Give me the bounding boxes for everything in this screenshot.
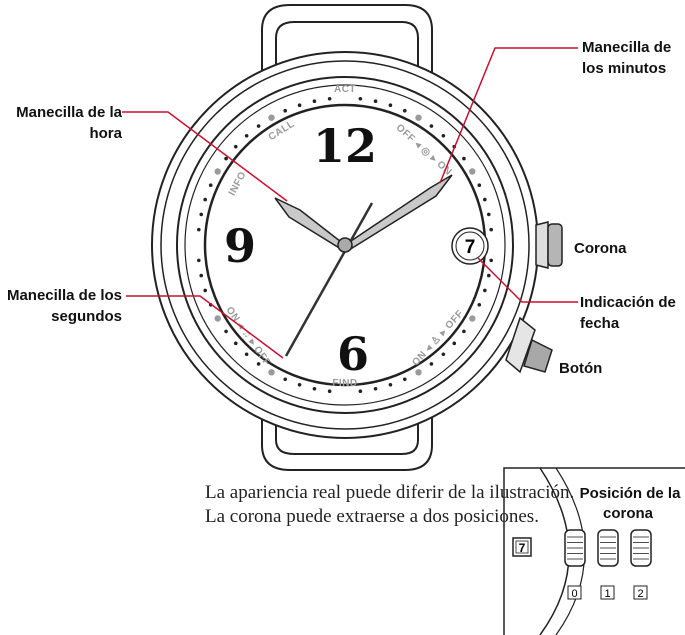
minute-marker-dot xyxy=(358,97,363,101)
position-2: 2 xyxy=(637,588,643,600)
hour-marker-dot xyxy=(415,369,422,376)
crown[interactable] xyxy=(535,221,563,269)
hour-marker-dot xyxy=(268,114,275,121)
minute-marker-dot xyxy=(489,258,493,263)
label-crown: Corona xyxy=(574,240,627,257)
minute-marker-dot xyxy=(477,183,482,188)
minute-marker-dot xyxy=(483,197,487,202)
minute-marker-dot xyxy=(199,273,204,278)
minute-marker-dot xyxy=(297,103,302,107)
minute-marker-dot xyxy=(373,99,378,104)
center-pin xyxy=(337,237,353,253)
minute-marker-dot xyxy=(312,386,317,391)
minute-marker-dot xyxy=(429,124,434,128)
minute-marker-dot xyxy=(483,288,487,293)
minute-marker-dot xyxy=(477,302,482,307)
svg-text:los minutos: los minutos xyxy=(582,60,666,77)
minute-marker-dot xyxy=(388,383,393,387)
hour-marker-dot xyxy=(268,369,275,376)
minute-marker-dot xyxy=(388,103,393,107)
svg-text:Manecilla de la: Manecilla de la xyxy=(16,104,123,121)
minute-marker-dot xyxy=(256,362,261,366)
minute-marker-dot xyxy=(462,329,466,334)
minute-marker-dot xyxy=(224,329,228,334)
minute-marker-dot xyxy=(373,386,378,391)
minute-marker-dot xyxy=(233,341,238,346)
minute-marker-dot xyxy=(244,133,249,138)
minute-marker-dot xyxy=(327,97,332,101)
minute-marker-dot xyxy=(256,124,261,128)
label-hour-hand: Manecilla de la hora xyxy=(16,104,123,142)
minute-markers xyxy=(197,97,493,393)
date-value: 7 xyxy=(465,237,476,258)
minute-marker-dot xyxy=(203,288,207,293)
second-hand xyxy=(284,202,374,357)
callout-lines xyxy=(122,47,578,359)
minute-marker-dot xyxy=(452,341,457,346)
svg-text:corona: corona xyxy=(603,505,654,522)
find-label: FIND xyxy=(332,378,357,389)
svg-text:Manecilla de los: Manecilla de los xyxy=(7,287,122,304)
svg-text:hora: hora xyxy=(89,125,122,142)
caption-line-2: La corona puede extraerse a dos posicion… xyxy=(205,506,539,527)
label-second-hand: Manecilla de los segundos xyxy=(7,287,122,325)
minute-marker-dot xyxy=(402,108,407,113)
minute-marker-dot xyxy=(197,227,201,232)
minute-marker-dot xyxy=(199,212,204,217)
minute-marker-dot xyxy=(327,389,332,393)
minute-marker-dot xyxy=(283,108,288,113)
minute-marker-dot xyxy=(402,377,407,382)
minute-marker-dot xyxy=(297,383,302,387)
minute-marker-dot xyxy=(486,212,491,217)
hour-marker-dot xyxy=(214,168,221,175)
caption-line-1: La apariencia real puede diferir de la i… xyxy=(205,482,575,503)
date-window: 7 xyxy=(451,227,489,265)
minute-marker-dot xyxy=(244,352,249,357)
svg-text:fecha: fecha xyxy=(580,315,620,332)
minute-marker-dot xyxy=(203,197,207,202)
position-1: 1 xyxy=(604,588,610,600)
minute-marker-dot xyxy=(233,144,238,149)
minute-marker-dot xyxy=(312,99,317,104)
minute-marker-dot xyxy=(224,156,228,161)
crown-position-inset: Posición de la corona 7 0 1 2 xyxy=(503,467,685,635)
svg-text:Indicación de: Indicación de xyxy=(580,294,676,311)
hour-marker-dot xyxy=(415,114,422,121)
position-labels: 0 1 2 xyxy=(567,585,648,600)
label-date: Indicación de fecha xyxy=(580,294,676,332)
position-0: 0 xyxy=(571,588,577,600)
hour-marker-dot xyxy=(214,315,221,322)
label-button: Botón xyxy=(559,360,602,377)
label-minute-hand: Manecilla de los minutos xyxy=(582,39,671,77)
svg-text:Manecilla de: Manecilla de xyxy=(582,39,671,56)
minute-marker-dot xyxy=(441,352,446,357)
minute-marker-dot xyxy=(358,389,363,393)
svg-text:Posición de la: Posición de la xyxy=(580,485,682,502)
minute-marker-dot xyxy=(429,362,434,366)
minute-marker-dot xyxy=(489,227,493,232)
hour-marker-dot xyxy=(469,168,476,175)
svg-text:segundos: segundos xyxy=(51,308,122,325)
numeral-6: 6 xyxy=(337,327,369,381)
minute-marker-dot xyxy=(486,273,491,278)
hour-marker-dot xyxy=(469,315,476,322)
minute-marker-dot xyxy=(283,377,288,382)
act-label: ACT xyxy=(334,84,356,95)
numeral-12: 12 xyxy=(313,119,377,173)
minute-marker-dot xyxy=(208,183,213,188)
svg-text:7: 7 xyxy=(519,541,526,555)
minute-marker-dot xyxy=(462,156,466,161)
numeral-9: 9 xyxy=(224,219,256,273)
button[interactable] xyxy=(505,316,553,374)
minute-marker-dot xyxy=(441,133,446,138)
minute-marker-dot xyxy=(197,258,201,263)
